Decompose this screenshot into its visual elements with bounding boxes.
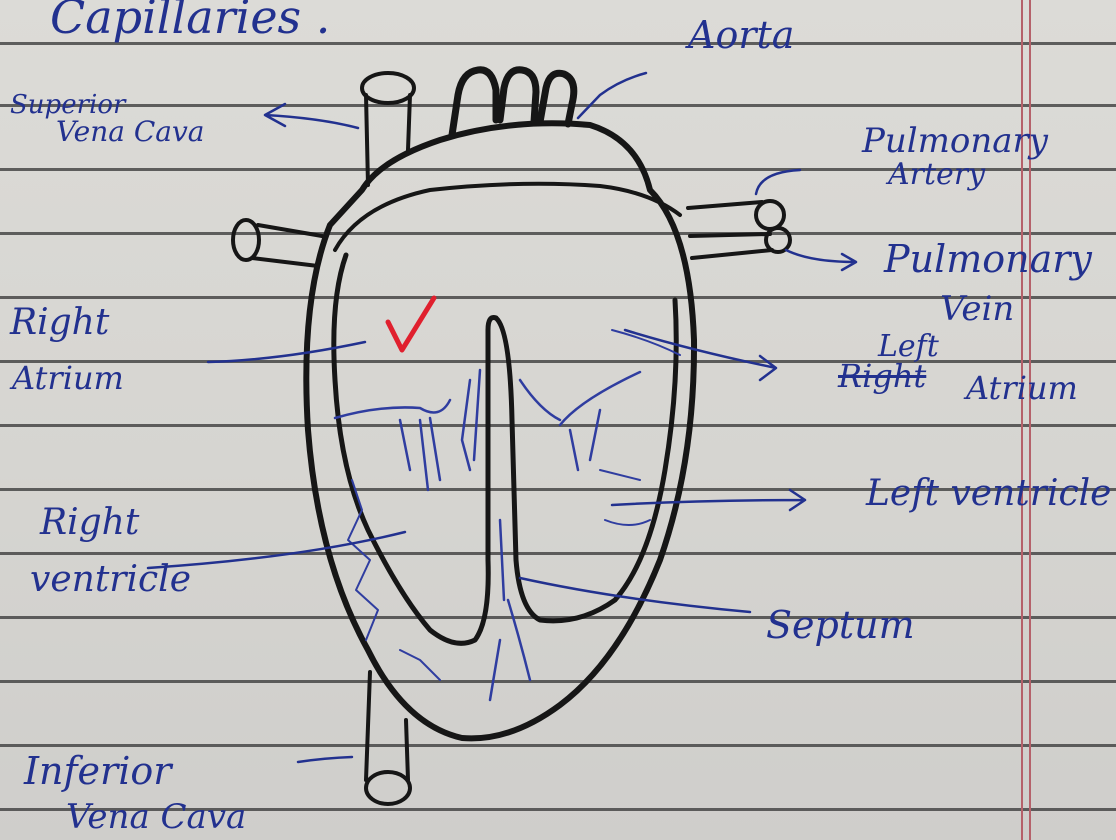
label-pulmonary-vein-line2: Vein bbox=[940, 292, 1014, 326]
label-left-atrium: Atrium bbox=[966, 372, 1078, 404]
label-pulmonary-vein-line1: Pulmonary bbox=[884, 240, 1092, 278]
label-pulmonary-artery-line2: Artery bbox=[888, 160, 985, 190]
label-aorta: Aorta bbox=[688, 16, 794, 54]
label-superior-vena-cava-line2: Vena Cava bbox=[56, 118, 204, 146]
label-right-ventricle-line2: ventricle bbox=[30, 562, 191, 598]
label-pulmonary-artery-line1: Pulmonary bbox=[862, 124, 1048, 158]
label-left-atrium-crossed-out: Right bbox=[838, 360, 926, 392]
heading-capillaries: Capillaries . bbox=[50, 0, 330, 40]
label-septum: Septum bbox=[766, 606, 915, 644]
label-right-atrium-line1: Right bbox=[10, 305, 109, 341]
label-right-ventricle-line1: Right bbox=[40, 505, 139, 541]
label-inferior-vena-cava-line1: Inferior bbox=[24, 752, 171, 790]
label-right-atrium-line2: Atrium bbox=[12, 362, 124, 394]
label-left-ventricle: Left ventricle bbox=[866, 476, 1111, 512]
label-inferior-vena-cava-line2: Vena Cava bbox=[66, 800, 246, 834]
